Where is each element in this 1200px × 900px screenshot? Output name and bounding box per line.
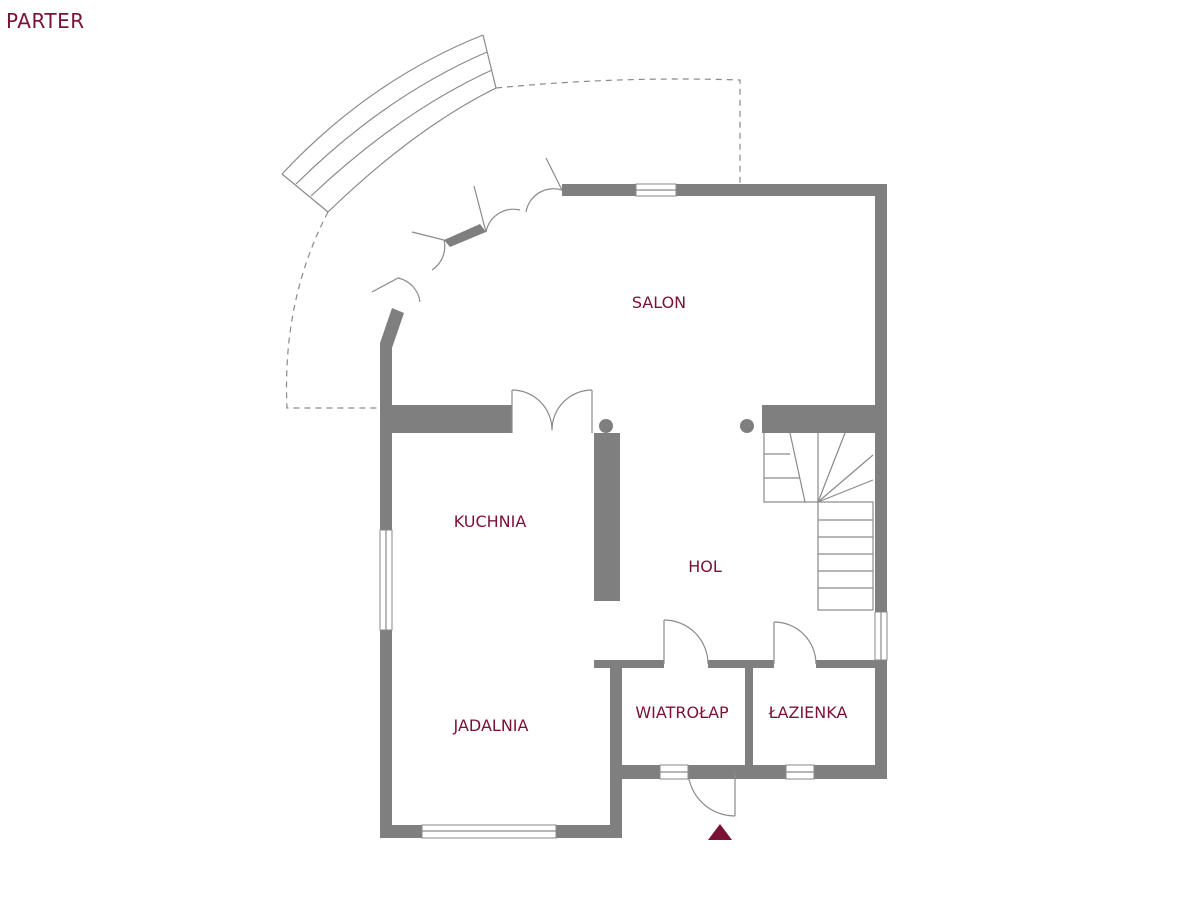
room-label-salon: SALON: [632, 293, 686, 312]
staircase: [763, 432, 874, 611]
plan-title: PARTER: [6, 9, 85, 33]
wall-jadalnia-right: [610, 660, 622, 838]
terrace-step-line: [327, 87, 497, 213]
wall-angled: [444, 224, 486, 247]
entrance-arrow-icon: [708, 824, 732, 840]
windows: [379, 183, 888, 839]
terrace-step-end: [482, 34, 497, 89]
wall-top: [562, 184, 887, 196]
room-label-hol: HOL: [688, 557, 722, 576]
wall-kitchen-partition: [594, 433, 620, 601]
room-label-wiatrolap: WIATROŁAP: [635, 703, 729, 722]
column: [599, 419, 613, 433]
room-label-jadalnia: JADALNIA: [453, 716, 529, 735]
terrace-step-line: [310, 69, 493, 197]
room-label-kuchnia: KUCHNIA: [454, 512, 527, 531]
wall-wiatrolap-lazienka: [745, 660, 753, 770]
terrace-step-end: [281, 173, 329, 213]
wall-right: [875, 184, 887, 779]
doors: [371, 157, 817, 817]
terrace: [281, 34, 741, 409]
walls: [380, 184, 887, 838]
column: [740, 419, 754, 433]
terrace-step-line: [281, 34, 484, 175]
terrace-step-line: [295, 51, 488, 185]
room-labels: SALON KUCHNIA HOL JADALNIA WIATROŁAP ŁAZ…: [453, 293, 848, 735]
terrace-outline: [495, 78, 741, 185]
wall-lazienka-top: [816, 660, 887, 668]
wall-kitchen-top: [380, 405, 512, 433]
wall-angled: [380, 308, 404, 348]
wall-middle-top: [708, 660, 774, 668]
wall-stairs-top: [762, 405, 887, 433]
wall-wiatrolap-top: [594, 660, 664, 668]
room-label-lazienka: ŁAZIENKA: [768, 703, 848, 722]
terrace-outline: [285, 211, 380, 409]
